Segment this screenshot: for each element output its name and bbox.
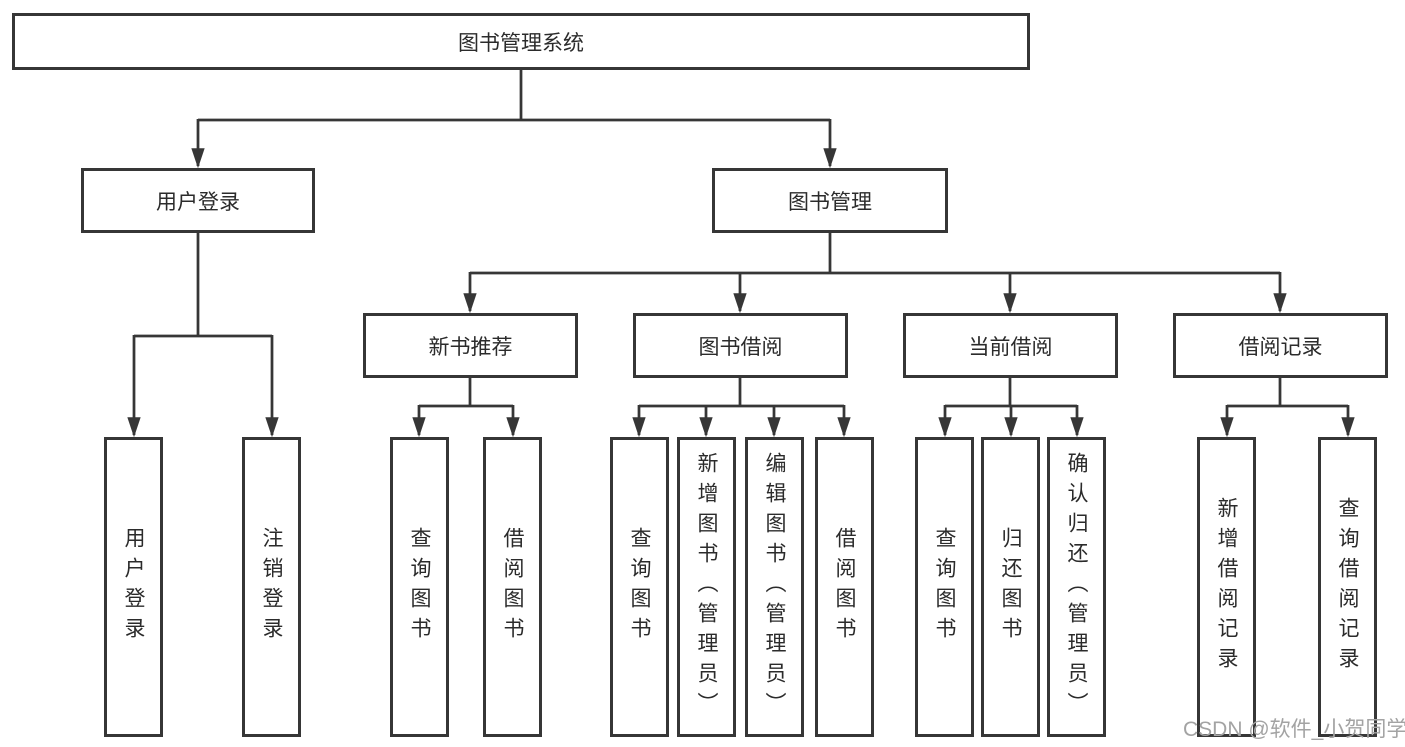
leaf-add-book-admin: 新增图书（管理员）	[677, 437, 736, 737]
node-user-login: 用户登录	[81, 168, 315, 233]
node-book-borrowing: 图书借阅	[633, 313, 848, 378]
node-borrowing-records: 借阅记录	[1173, 313, 1388, 378]
leaf-label: 编辑图书（管理员）	[763, 452, 786, 722]
node-library-management-system: 图书管理系统	[12, 13, 1030, 70]
leaf-label: 查询图书	[408, 527, 431, 647]
node-current-borrowing: 当前借阅	[903, 313, 1118, 378]
leaf-label: 新增图书（管理员）	[695, 452, 718, 722]
leaf-user-login: 用户登录	[104, 437, 163, 737]
node-book-management: 图书管理	[712, 168, 948, 233]
leaf-add-borrow-record: 新增借阅记录	[1197, 437, 1256, 737]
node-new-book-recommendation: 新书推荐	[363, 313, 578, 378]
leaf-logout: 注销登录	[242, 437, 301, 737]
leaf-label: 查询图书	[933, 527, 956, 647]
leaf-label: 确认归还（管理员）	[1065, 452, 1088, 722]
leaf-label: 新增借阅记录	[1215, 497, 1238, 677]
leaf-label: 注销登录	[260, 527, 283, 647]
leaf-confirm-return-admin: 确认归还（管理员）	[1047, 437, 1106, 737]
leaf-label: 查询图书	[628, 527, 651, 647]
leaf-label: 用户登录	[122, 527, 145, 647]
leaf-borrow-books: 借阅图书	[815, 437, 874, 737]
leaf-query-books: 查询图书	[610, 437, 669, 737]
leaf-query-books: 查询图书	[390, 437, 449, 737]
leaf-label: 借阅图书	[833, 527, 856, 647]
leaf-borrow-books: 借阅图书	[483, 437, 542, 737]
leaf-label: 归还图书	[999, 527, 1022, 647]
leaf-return-book: 归还图书	[981, 437, 1040, 737]
leaf-label: 借阅图书	[501, 527, 524, 647]
leaf-label: 查询借阅记录	[1336, 497, 1359, 677]
watermark: CSDN @软件_小贺同学	[1183, 718, 1405, 741]
leaf-query-borrow-record: 查询借阅记录	[1318, 437, 1377, 737]
leaf-edit-book-admin: 编辑图书（管理员）	[745, 437, 804, 737]
leaf-query-books: 查询图书	[915, 437, 974, 737]
